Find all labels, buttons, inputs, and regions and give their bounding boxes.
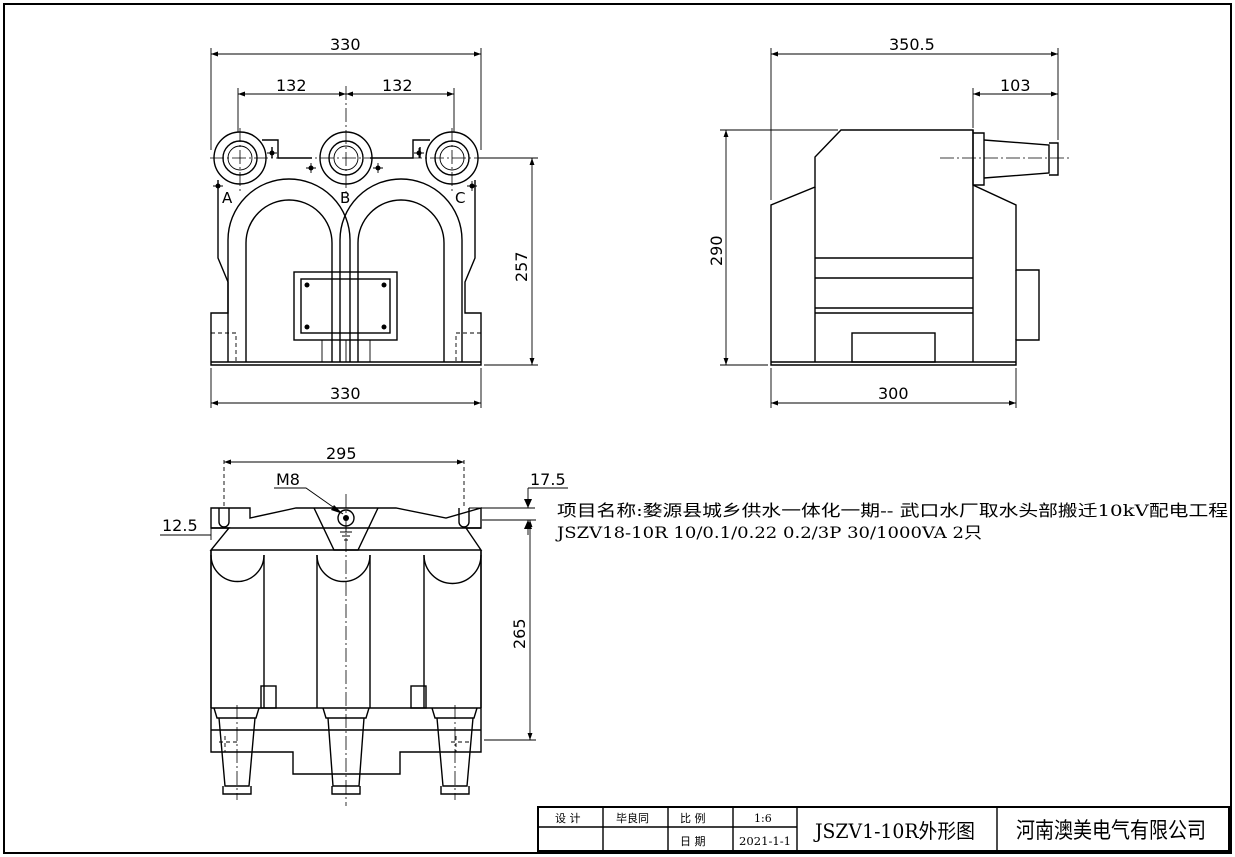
date-value: 2021-1-1 bbox=[739, 835, 791, 848]
dim-side-terminal: 103 bbox=[1000, 76, 1031, 95]
side-view bbox=[770, 129, 1070, 366]
phase-label-b: B bbox=[340, 189, 350, 207]
bottom-view-dimensions: 295 M8 17.5 12.5 265 bbox=[160, 444, 568, 741]
design-label: 设 计 bbox=[555, 812, 581, 825]
dim-front-width-top: 330 bbox=[330, 35, 361, 54]
sheet-border bbox=[3, 3, 1232, 854]
dim-front-pitch-left: 132 bbox=[276, 76, 307, 95]
dim-front-height: 257 bbox=[512, 251, 531, 282]
title-block: 设 计 毕良同 比 例 1:6 日 期 2021-1-1 JSZV1-10R外形… bbox=[537, 806, 1230, 852]
drawing-title: JSZV1-10R外形图 bbox=[813, 819, 975, 843]
bottom-view bbox=[209, 460, 483, 806]
designer-name: 毕良同 bbox=[616, 811, 649, 825]
dim-front-pitch-right: 132 bbox=[382, 76, 413, 95]
project-note: 项目名称:婺源县城乡供水一体化一期-- 武口水厂取水头部搬迁10kV配电工程 bbox=[557, 501, 1228, 520]
side-view-dimensions: 350.5 103 290 300 bbox=[707, 35, 1059, 408]
bottom-bushing-c bbox=[431, 707, 478, 795]
dim-bottom-height: 265 bbox=[510, 618, 529, 649]
dim-bottom-offset-left: 12.5 bbox=[162, 516, 198, 535]
phase-label-a: A bbox=[222, 189, 233, 207]
front-view: A B C bbox=[210, 86, 490, 366]
date-label: 日 期 bbox=[680, 835, 706, 848]
front-view-dimensions: 330 132 132 330 257 bbox=[210, 35, 538, 408]
dim-side-height: 290 bbox=[707, 235, 726, 266]
dim-side-length: 350.5 bbox=[889, 35, 935, 54]
nameplate-outer bbox=[293, 271, 398, 341]
scale-value: 1:6 bbox=[754, 812, 772, 825]
dim-bottom-width: 295 bbox=[326, 444, 357, 463]
bolt-marks bbox=[213, 148, 477, 191]
company-name: 河南澳美电气有限公司 bbox=[1016, 819, 1206, 844]
dim-bottom-thread: M8 bbox=[276, 470, 300, 489]
scale-label: 比 例 bbox=[680, 811, 706, 825]
dim-front-width-bottom: 330 bbox=[330, 384, 361, 403]
phase-label-c: C bbox=[455, 189, 465, 207]
dim-bottom-offset-right: 17.5 bbox=[530, 470, 566, 489]
dim-side-base: 300 bbox=[878, 384, 909, 403]
bottom-bushing-a bbox=[213, 707, 260, 795]
spec-note: JSZV18-10R 10/0.1/0.22 0.2/3P 30/1000VA … bbox=[555, 523, 982, 542]
